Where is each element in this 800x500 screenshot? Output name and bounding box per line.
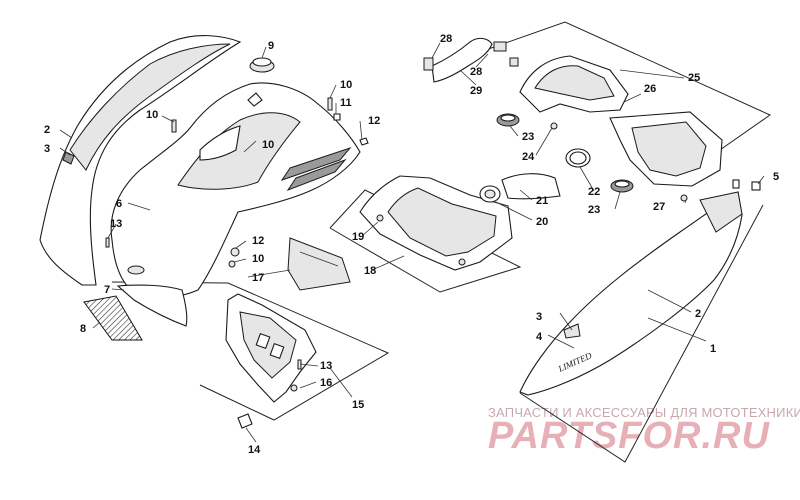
callout-18: 18	[364, 265, 376, 277]
callout-27: 27	[653, 201, 665, 213]
lower-nose	[116, 265, 188, 327]
callout-6: 6	[116, 198, 122, 210]
callout-10-a: 10	[146, 109, 158, 121]
watermark-tagline: ЗАПЧАСТИ И АКСЕССУАРЫ ДЛЯ МОТОТЕХНИКИ	[488, 405, 800, 420]
callout-2-right: 2	[695, 308, 701, 320]
callout-20: 20	[536, 216, 548, 228]
callout-25: 25	[688, 72, 700, 84]
hose	[423, 37, 507, 83]
callout-7: 7	[104, 284, 110, 296]
callout-9: 9	[268, 40, 274, 52]
hose-clamp	[565, 148, 591, 168]
callout-10-b: 10	[340, 79, 352, 91]
callout-11: 11	[340, 97, 352, 109]
intake-duct	[479, 173, 561, 203]
callout-13-a: 13	[110, 218, 122, 230]
mesh-grille	[83, 295, 143, 341]
callout-21: 21	[536, 195, 548, 207]
callout-8: 8	[80, 323, 86, 335]
callout-13-b: 13	[320, 360, 332, 372]
callout-15: 15	[352, 399, 364, 411]
window-panel	[287, 237, 351, 291]
leader-lines	[59, 42, 765, 443]
left-side-panel	[39, 35, 242, 286]
callout-3-right: 3	[536, 311, 542, 323]
callout-28-b: 28	[470, 66, 482, 78]
callout-10-c: 10	[262, 139, 274, 151]
watermark: ЗАПЧАСТИ И АКСЕССУАРЫ ДЛЯ МОТОТЕХНИКИ PA…	[488, 405, 800, 457]
callout-12-a: 12	[368, 115, 380, 127]
callout-24: 24	[522, 151, 535, 163]
watermark-brand: PARTSFOR.RU	[488, 415, 770, 457]
callout-26: 26	[644, 83, 656, 95]
airbox-tray	[359, 175, 513, 271]
callout-23-a: 23	[522, 131, 534, 143]
intake-assembly	[519, 55, 723, 187]
clip	[237, 413, 253, 429]
callout-23-b: 23	[588, 204, 600, 216]
callout-17: 17	[252, 272, 264, 284]
callout-28-a: 28	[440, 33, 452, 45]
callout-14: 14	[248, 444, 261, 456]
right-side-panel: LIMITED	[519, 191, 743, 396]
callout-5: 5	[773, 171, 779, 183]
callout-10-d: 10	[252, 253, 264, 265]
callout-2-left: 2	[44, 124, 50, 136]
callout-19: 19	[352, 231, 364, 243]
callout-29: 29	[470, 85, 482, 97]
callout-22: 22	[588, 186, 600, 198]
callout-numbers: 1 2 2 3 3 4 5 6 7 8 9 10 10 10 10 11 12 …	[44, 33, 779, 456]
lower-bracket	[225, 293, 317, 403]
front-hood	[110, 82, 361, 299]
callout-3-left: 3	[44, 143, 50, 155]
callout-4: 4	[536, 331, 543, 343]
grommet	[249, 57, 275, 73]
seals	[496, 113, 634, 193]
callout-1: 1	[710, 343, 716, 355]
callout-16: 16	[320, 377, 332, 389]
callout-12-b: 12	[252, 235, 264, 247]
